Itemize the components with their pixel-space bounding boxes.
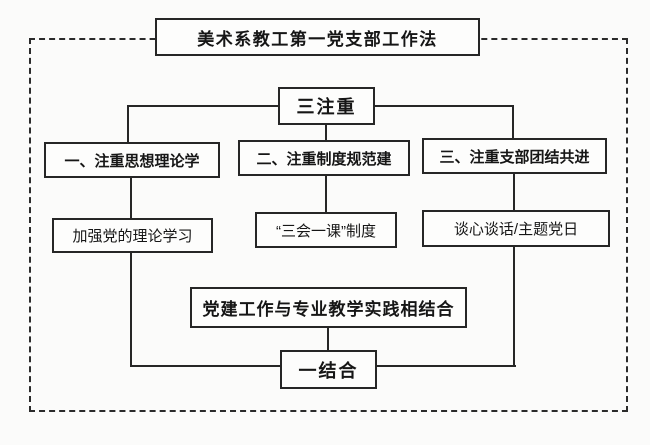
node-branch-1-detail: 加强党的理论学习 [52,218,213,253]
connector-right-upper-vertical [512,105,514,139]
node-branch-2-heading: 二、注重制度规范建 [238,140,410,176]
node-branch-1-heading: 一、注重思想理论学 [44,142,220,178]
connector-left-lower-vertical [130,252,132,367]
node-one-combination: 一结合 [280,350,377,389]
connector-middle-upper-vertical [325,124,327,141]
node-branch-2-detail: “三会一课”制度 [255,212,397,248]
diagram-title-box: 美术系教工第一党支部工作法 [155,18,480,56]
connector-combine-vertical [327,327,329,351]
connector-right-lower-vertical [513,246,515,367]
connector-left-upper-vertical [127,105,129,143]
node-party-building-combination: 党建工作与专业教学实践相结合 [190,287,467,328]
node-three-emphases: 三注重 [278,87,375,125]
node-branch-3-heading: 三、注重支部团结共进 [422,138,607,174]
connector-right-middle-vertical [513,173,515,211]
node-branch-3-detail: 谈心谈话/主题党日 [422,210,610,247]
connector-left-middle-vertical [130,177,132,219]
connector-middle-middle-vertical [325,175,327,213]
